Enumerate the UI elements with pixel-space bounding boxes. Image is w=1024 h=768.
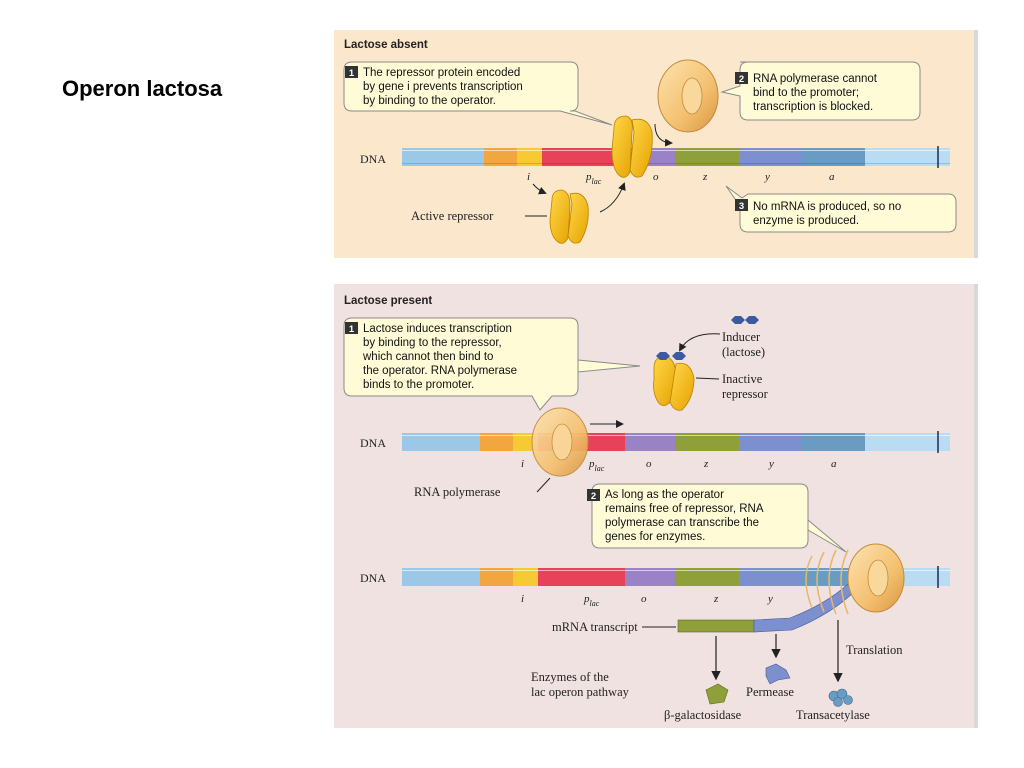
mrna-transcript-label: mRNA transcript <box>552 620 638 634</box>
repressor-bound <box>611 115 653 178</box>
transacetylase-shape <box>828 688 853 707</box>
panel-lactose-present: Lactose present 1 Lactose induces transc… <box>334 284 978 728</box>
rna-polymerase-blocked <box>657 59 719 133</box>
galactosidase-shape <box>705 683 729 705</box>
svg-text:2: 2 <box>591 491 596 502</box>
svg-text:o: o <box>646 458 652 470</box>
inducer-molecule <box>731 316 759 324</box>
svg-text:As long as the operator: As long as the operator remains free of … <box>605 489 766 543</box>
panel-lactose-absent: Lactose absent 1 The repressor protein e… <box>334 30 978 258</box>
svg-text:plac: plac <box>588 458 605 473</box>
inactive-repressor <box>653 352 695 411</box>
permease-label: Permease <box>746 685 794 699</box>
step-badge <box>345 66 358 78</box>
svg-text:1: 1 <box>349 68 355 79</box>
dna-label: DNA <box>360 152 386 166</box>
step-badge <box>735 72 748 84</box>
svg-text:o: o <box>641 593 647 605</box>
inactive-repressor-label: Inactive repressor <box>722 372 769 401</box>
callout-absent-1: 1 The repressor protein encoded by gene … <box>343 61 613 126</box>
dna-label-3: DNA <box>360 571 386 585</box>
panel-present-heading: Lactose present <box>344 295 432 307</box>
svg-text:The repressor protein encoded: The repressor protein encoded by gene i … <box>363 67 526 107</box>
svg-text:RNA polymerase cannot: RNA polymerase cannot bind to the promot… <box>753 73 880 113</box>
callout-absent-2: 2 RNA polymerase cannot bind to the prom… <box>720 61 921 121</box>
svg-text:2: 2 <box>739 74 744 85</box>
gene-labels-present-1: i plac o z y a <box>521 458 837 473</box>
svg-text:i: i <box>527 171 530 183</box>
gene-labels-absent: i plac o z y a <box>527 171 835 186</box>
rna-polymerase-label: RNA polymerase <box>414 485 501 499</box>
svg-text:z: z <box>703 458 709 470</box>
step-badge <box>345 322 358 334</box>
svg-text:i: i <box>521 458 524 470</box>
svg-text:y: y <box>768 458 774 470</box>
rna-polymerase-transcribing <box>805 543 905 615</box>
svg-text:No mRNA is produced, so no: No mRNA is produced, so no enzyme is pro… <box>753 201 905 227</box>
step-badge <box>735 199 748 211</box>
svg-text:z: z <box>702 171 708 183</box>
svg-text:1: 1 <box>349 324 355 335</box>
callout-present-1: 1 Lactose induces transcription by bindi… <box>343 317 641 411</box>
svg-text:y: y <box>764 171 770 183</box>
slide-title: Operon lactosa <box>62 76 223 101</box>
enzymes-label: Enzymes of the lac operon pathway <box>531 670 630 699</box>
callout-absent-3: 3 No mRNA is produced, so no enzyme is p… <box>725 185 957 233</box>
dna-label-2: DNA <box>360 436 386 450</box>
dna-strand-present-1 <box>402 431 950 453</box>
svg-text:Lactose induces transcription: Lactose induces transcription by binding… <box>362 323 520 391</box>
svg-text:a: a <box>829 171 835 183</box>
inducer-label: Inducer (lactose) <box>722 330 765 359</box>
svg-text:i: i <box>521 593 524 605</box>
svg-text:plac: plac <box>583 593 600 608</box>
step-badge <box>587 489 600 501</box>
panel-absent-heading: Lactose absent <box>344 39 428 51</box>
callout-present-2: 2 As long as the operator remains free o… <box>587 483 847 553</box>
active-repressor-label: Active repressor <box>411 209 494 223</box>
permease-shape <box>765 663 791 685</box>
transacetylase-label: Transacetylase <box>796 708 870 722</box>
svg-text:z: z <box>713 593 719 605</box>
dna-strand-absent <box>402 146 950 168</box>
svg-text:3: 3 <box>739 201 744 212</box>
translation-label: Translation <box>846 643 903 657</box>
svg-text:a: a <box>831 458 837 470</box>
svg-text:plac: plac <box>585 171 602 186</box>
svg-text:y: y <box>767 593 773 605</box>
active-repressor <box>549 189 589 244</box>
svg-text:o: o <box>653 171 659 183</box>
rna-polymerase-bound <box>531 407 589 477</box>
galactosidase-label: β-galactosidase <box>664 708 742 722</box>
